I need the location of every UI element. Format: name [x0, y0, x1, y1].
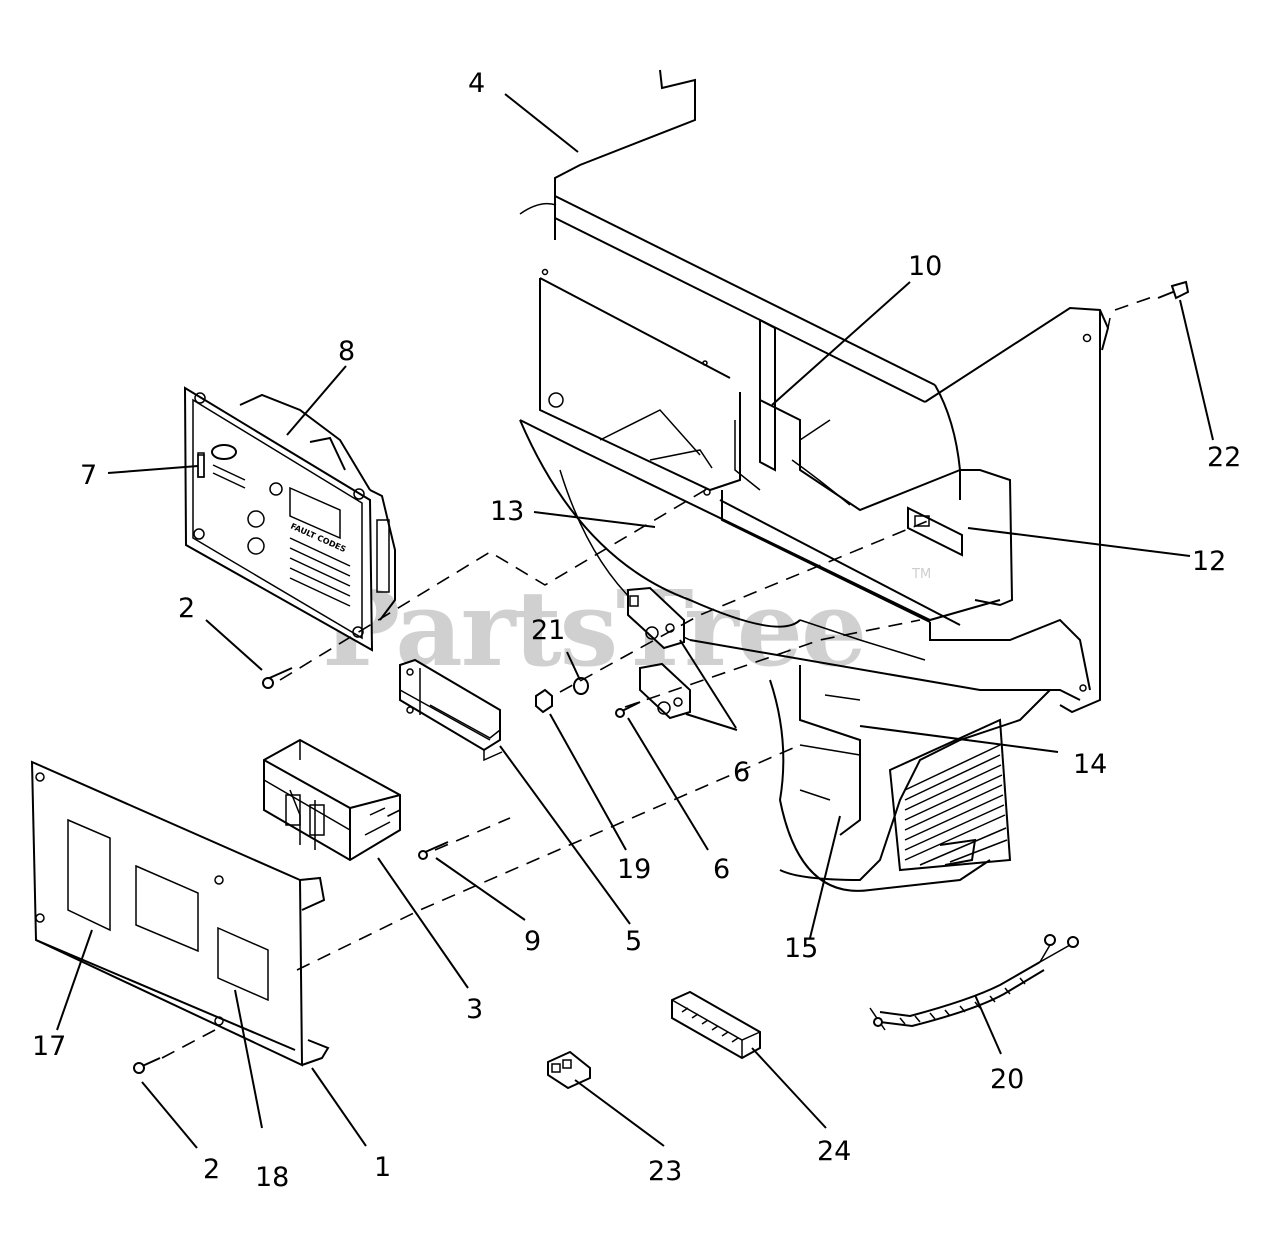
- callout-20: 20: [990, 1064, 1024, 1095]
- callout-4: 5: [625, 926, 642, 957]
- assembly-dash-lines: [161, 294, 1159, 1059]
- callout-5: 6: [733, 757, 750, 788]
- leader-lines: [56, 93, 1214, 1149]
- wire-harness[interactable]: [869, 934, 1079, 1031]
- terminal-lug-lower[interactable]: [639, 662, 691, 720]
- callout-22: 22: [1207, 442, 1241, 473]
- callout-24: 24: [817, 1136, 851, 1167]
- callout-labels: 4 10 22 12 13 14 15 8 7 2 21 6 19 6 9 5 …: [32, 68, 1241, 1193]
- callout-14: 13: [490, 496, 524, 527]
- connector-2-pin[interactable]: [547, 1050, 591, 1090]
- breaker-bracket[interactable]: [399, 658, 503, 762]
- callout-19: 19: [617, 854, 651, 885]
- nut-19[interactable]: [535, 688, 553, 714]
- screw-2-upper[interactable]: [262, 667, 293, 689]
- blower-vent-fins: [904, 744, 1008, 866]
- callout-2-upper: 2: [178, 593, 195, 624]
- callout-6: 6: [713, 854, 730, 885]
- screw-6[interactable]: [615, 701, 641, 718]
- callout-15: 14: [1073, 749, 1107, 780]
- screw-2-lower[interactable]: [133, 1057, 161, 1074]
- watermark-trademark: TM: [911, 567, 931, 582]
- front-panel[interactable]: [30, 760, 330, 1067]
- callout-16: 15: [784, 933, 818, 964]
- callout-13: 12: [1192, 546, 1226, 577]
- circuit-breaker[interactable]: [263, 738, 401, 862]
- callout-23: 23: [648, 1156, 682, 1187]
- screw-22[interactable]: [1157, 280, 1190, 300]
- callout-10: 4: [468, 68, 485, 99]
- callout-12: 10: [908, 251, 942, 282]
- callout-2-lower: 2: [203, 1154, 220, 1185]
- callout-7: 7: [80, 460, 97, 491]
- callout-3: 3: [466, 994, 483, 1025]
- connector-multi-pin[interactable]: [671, 990, 761, 1060]
- control-faceplate[interactable]: FAULT CODES: [183, 386, 396, 652]
- callout-1: 1: [374, 1152, 391, 1183]
- callout-8: 8: [338, 336, 355, 367]
- callout-17: 17: [32, 1031, 66, 1062]
- lock-washer-21[interactable]: [573, 677, 589, 695]
- screw-9[interactable]: [418, 841, 449, 860]
- control-panel-housing[interactable]: [519, 69, 1111, 892]
- callout-18: 18: [255, 1162, 289, 1193]
- terminal-lug-upper[interactable]: [627, 586, 685, 650]
- callout-21: 21: [531, 615, 565, 646]
- callout-9: 9: [524, 926, 541, 957]
